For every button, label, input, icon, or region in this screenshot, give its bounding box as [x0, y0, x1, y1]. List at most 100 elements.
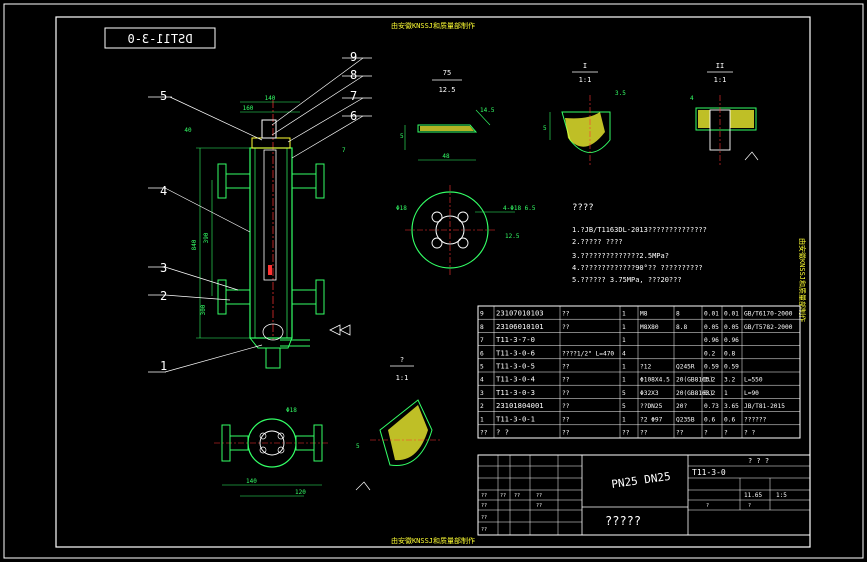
main-view: 140 160 840 390 300 40 7 1 2 3 4 5 6 7 8 — [148, 50, 372, 373]
detail-a-label-top: 75 — [443, 69, 451, 77]
bom-cell-unit_wt: 0.05 — [704, 324, 719, 331]
bom-cell-unit_wt: 0.73 — [704, 403, 719, 410]
flange-dim-1: Φ18 — [396, 205, 407, 212]
bom-header-cell: ?? — [480, 430, 488, 437]
title-cell-9: ? — [706, 503, 709, 509]
bom-header-cell: ?? — [676, 430, 684, 437]
bom-cell-no: 4 — [480, 377, 484, 384]
title-weight: 11.65 — [744, 492, 762, 499]
notes-block: ???? 1.?JB/T1163DL-2013?????????????? 2.… — [572, 203, 707, 284]
bom-cell-unit_wt: 0.96 — [704, 337, 719, 344]
bom-header-cell: ? ? — [496, 428, 509, 437]
title-product-name: PN25 DN25 — [611, 470, 672, 491]
bom-cell-spec: 20(GB8163) — [676, 377, 713, 384]
drawing-code-box — [104, 27, 216, 49]
bom-cell-material: ??DN25 — [640, 403, 663, 410]
bom-cell-material: M8 — [640, 311, 648, 318]
bom-cell-unit_wt: 0.6 — [704, 416, 715, 423]
bom-cell-remark: GB/T5782-2000 — [744, 324, 793, 331]
notes-item-1: 1.?JB/T1163DL-2013?????????????? — [572, 226, 707, 234]
bom-cell-name: ?? — [562, 403, 570, 410]
bom-cell-spec: Q245R — [676, 364, 695, 371]
detail-a-dim-3: 14.5 — [480, 107, 495, 114]
sheet-top-label: 由安徽KNSSJ和质量部制作 — [391, 21, 475, 30]
callout-1: 1 — [160, 359, 167, 373]
title-cell-2: ?? — [500, 493, 506, 499]
detail-c: II 1:1 4 — [690, 62, 759, 165]
bottom-dim-1: Φ18 — [286, 407, 297, 414]
sheet-side-label: 由安徽KNSSJ和质量部制作 — [798, 238, 807, 322]
detail-c-label-bottom: 1:1 — [714, 76, 727, 84]
bom-cell-name: ?? — [562, 377, 570, 384]
flange-dim-2: 4-Φ18 6.5 — [503, 205, 536, 212]
bom-header-cell: ? — [704, 430, 708, 437]
main-dim-vertical-b: 390 — [203, 232, 210, 243]
bom-cell-qty: 5 — [622, 403, 626, 410]
bom-cell-spec: Q235B — [676, 416, 695, 423]
detail-d-label-bottom: 1:1 — [396, 374, 409, 382]
bom-cell-code: T11-3-7-0 — [496, 335, 535, 344]
bom-cell-material: Φ32X3 — [640, 390, 659, 397]
title-cell-5: ?? — [481, 503, 487, 509]
bom-cell-remark: L=90 — [744, 390, 759, 397]
bom-cell-total_wt: 0.01 — [724, 311, 739, 318]
detail-b-dim-2: 3.5 — [615, 90, 626, 97]
bom-header-cell: ? — [724, 430, 728, 437]
detail-b-label-bottom: 1:1 — [579, 76, 592, 84]
bom-header-cell: ?? — [640, 430, 648, 437]
sheet-inner-border — [55, 16, 811, 548]
sheet-outer-border — [3, 3, 864, 559]
callout-4: 4 — [160, 184, 167, 198]
bom-cell-total_wt: 3.2 — [724, 377, 735, 384]
callout-5: 5 — [160, 89, 167, 103]
bom-cell-code: 23106010101 — [496, 322, 544, 331]
bom-cell-code: T11-3-0-1 — [496, 414, 535, 423]
detail-c-dim-1: 4 — [690, 95, 694, 102]
bom-cell-material: ?2 Φ97 — [640, 416, 663, 423]
bom-cell-unit_wt: 0.59 — [704, 364, 719, 371]
bom-cell-name: ?? — [562, 311, 570, 318]
bom-cell-code: T11-3-0-6 — [496, 348, 535, 357]
notes-item-2: 2.????? ???? — [572, 238, 623, 246]
bom-cell-code: T11-3-0-3 — [496, 388, 535, 397]
bom-cell-spec: 20? — [676, 403, 687, 410]
bom-cell-spec: 8 — [676, 311, 680, 318]
bom-cell-no: 1 — [480, 416, 484, 423]
bom-cell-no: 6 — [480, 350, 484, 357]
bom-cell-qty: 5 — [622, 390, 626, 397]
bom-cell-remark: GB/T6170-2000 — [744, 311, 793, 318]
detail-d-dim-1: 5 — [356, 443, 360, 450]
bom-cell-code: 23101804001 — [496, 401, 544, 410]
bom-cell-qty: 1 — [622, 377, 626, 384]
title-block: PN25 DN25 T11-3-0 ? ? ? 11.65 1:5 ????? … — [477, 454, 811, 536]
bom-cell-name: ?? — [562, 364, 570, 371]
detail-b: I 1:1 5 3.5 — [543, 62, 626, 165]
main-dim-vertical-c: 300 — [200, 304, 207, 315]
bom-cell-no: 9 — [480, 311, 484, 318]
bom-cell-total_wt: 1 — [724, 390, 728, 397]
bom-cell-qty: 1 — [622, 337, 626, 344]
main-dim-small-d: 40 — [184, 127, 192, 134]
detail-a-dim-1: 48 — [442, 153, 450, 160]
bom-cell-no: 3 — [480, 390, 484, 397]
bom-cell-name: ?? — [562, 416, 570, 423]
title-scale: 1:5 — [776, 492, 787, 499]
detail-d-label-top: ? — [400, 356, 404, 364]
bom-cell-unit_wt: 0.2 — [704, 390, 715, 397]
notes-item-5: 5.?????? 3.75MPa, ???20??? — [572, 276, 682, 284]
bom-header-cell: ?? — [622, 430, 630, 437]
callout-6: 6 — [350, 109, 357, 123]
title-cell-4: ?? — [536, 493, 542, 499]
bom-cell-name: ?? — [562, 324, 570, 331]
main-dim-top-a: 140 — [265, 95, 276, 102]
bom-cell-no: 2 — [480, 403, 484, 410]
title-drawing-no: T11-3-0 — [692, 468, 726, 477]
notes-title: ???? — [572, 203, 594, 213]
main-dim-top-b: 160 — [243, 105, 254, 112]
notes-item-4: 4.?????????????90°?? ?????????? — [572, 264, 703, 272]
bom-cell-no: 5 — [480, 364, 484, 371]
bom-cell-spec: 20(GB8163) — [676, 390, 713, 397]
bom-cell-material: M8X80 — [640, 324, 659, 331]
